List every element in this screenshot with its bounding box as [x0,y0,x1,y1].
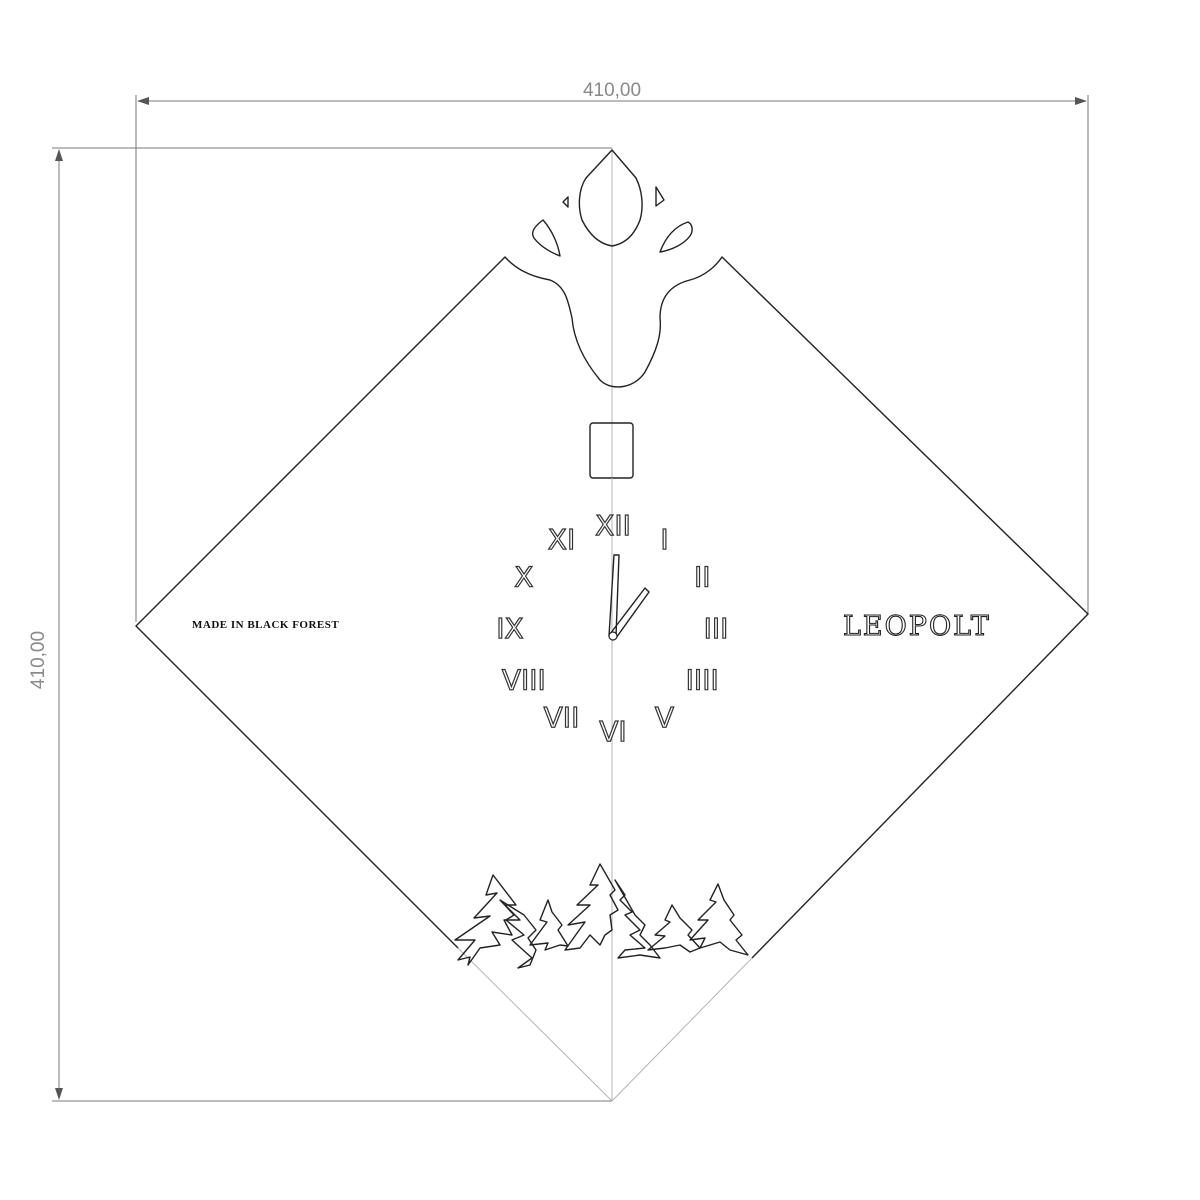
numeral-iii: III [704,612,729,645]
numeral-ix: IX [496,612,523,645]
hand-pivot [608,631,618,641]
construction-lines [457,148,753,1102]
fir-trees [454,863,749,969]
numeral-xii: XII [595,509,631,542]
fir-tree-3 [529,899,569,951]
fir-tree-1 [454,874,521,966]
clock-outline [135,256,1089,959]
numeral-vi: VI [599,715,626,748]
numeral-ii: II [694,561,711,594]
brand-label: LEOPOLT [843,611,991,642]
numeral-xi: XI [548,523,575,556]
height-dimension-label: 410,00 [28,631,49,689]
outer-contour [135,256,1089,959]
width-dimension: 410,00 [135,80,1089,622]
numeral-vii: VII [544,701,580,734]
fir-tree-2 [499,899,537,969]
fir-tree-7 [689,883,749,956]
clock-hands [608,554,650,641]
crest-notch-left [562,196,569,208]
numeral-v: V [655,701,674,734]
fir-tree-4 [564,863,619,951]
crest-notch-right [655,186,665,207]
lower-left-construction-line [457,947,613,1102]
width-dimension-label: 410,00 [583,80,641,101]
crest-leaf-right [659,221,693,253]
numeral-x: X [514,561,533,594]
numeral-iiii: IIII [686,664,719,697]
lower-right-construction-line [611,957,753,1102]
crest-shield [578,149,643,247]
crest-ornament [531,149,693,257]
crest-leaf-left [531,219,561,257]
fir-tree-5 [614,879,661,959]
numeral-i: I [660,523,668,556]
made-in-label: MADE IN BLACK FOREST [192,619,339,631]
fir-tree-6 [647,904,701,953]
numeral-viii: VIII [502,664,546,697]
height-dimension: 410,00 [28,147,612,1102]
